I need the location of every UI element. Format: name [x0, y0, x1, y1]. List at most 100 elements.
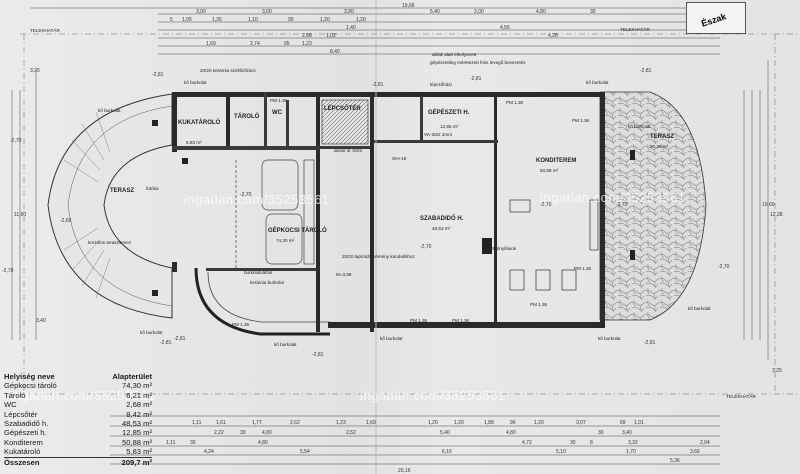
dim-side-v6: 3,40: [36, 318, 46, 324]
room-label-terasz-left: TERASZ: [110, 188, 134, 194]
dim-top-o: 1,69: [206, 41, 216, 47]
dim-side-l5: -2,81: [160, 340, 172, 346]
dim-side-c3: -2,70: [420, 244, 432, 250]
note-stone-5: kő burkolat: [274, 342, 297, 347]
dim-bot-r: 2,52: [346, 430, 356, 436]
dim-bot-s: 5,40: [440, 430, 450, 436]
side-dimension-chains: [11, 60, 769, 360]
legend-row-area: 6,21 m²: [126, 390, 152, 400]
wall-code-4: PM 1.36: [574, 266, 592, 271]
dim-top-s: 4,56: [500, 25, 510, 31]
dim-bot-dd: 2,04: [700, 440, 710, 446]
legend-row: Szabadidő h.48,53 m²: [4, 419, 152, 428]
dim-top-t: 4,28: [548, 33, 558, 39]
note-stone-7: kő burkolat: [380, 336, 403, 341]
dim-side-r4: -2,81: [644, 340, 656, 346]
dim-bot-j: 96: [510, 420, 516, 426]
watermark-2: ingatlan.com/35253561: [540, 190, 686, 205]
note-stone-9: kő burkolat: [688, 306, 711, 311]
wall-code-6: PM 1.36: [410, 318, 428, 323]
legend-header-row: Helyiség neve Alapterület: [4, 372, 152, 381]
dim-side-c2: -2,70: [240, 192, 252, 198]
legend-row-area: 50,88 m²: [122, 437, 152, 447]
note-chimney: 20/20 lap/oszl. kémény kandallóhoz: [342, 254, 415, 259]
gym-equipment-sketches: [509, 199, 599, 291]
dim-bot-i: 1,88: [484, 420, 494, 426]
legend-row-area: 74,30 m²: [122, 381, 152, 391]
dim-bot-ii: 3,66: [690, 449, 700, 455]
legend-row-area: 5,83 m²: [126, 447, 152, 457]
legend-row: Konditerem 50,88 m²: [4, 438, 152, 447]
dim-bot-b: 1,61: [216, 420, 226, 426]
dim-bot-k: 1,20: [534, 420, 544, 426]
bottom-curved-wall-inner: [207, 271, 330, 323]
dim-top-u: 1,02: [326, 33, 336, 39]
dim-top-m: 1,20: [320, 17, 330, 23]
room-area-gepeszeti: 12,85 m²: [440, 124, 459, 129]
dim-side-l1: -2,70: [10, 138, 22, 144]
wall-code-5: PM 1.36: [530, 302, 548, 307]
dim-top-e: 3,00: [474, 9, 484, 15]
note-keramia-burkolat: kerámia burkolat: [250, 280, 285, 285]
legend-total-row: Összesen 209,7 m²: [4, 456, 152, 467]
boundary-label-right: TELEKHATÁR: [620, 26, 650, 32]
note-m-value: M=3,98: [336, 272, 352, 277]
legend-row-name: Lépcsőtér: [4, 409, 38, 419]
room-label-wc: WC: [272, 110, 283, 116]
dim-bot-e: 1,23: [336, 420, 346, 426]
room-area-gepkocsi: 74,30 m²: [276, 238, 295, 243]
dim-top-h: 5: [170, 17, 173, 23]
note-korzolos: korzolos teraszlemez: [88, 240, 132, 245]
dim-bot-kk: 5,36: [670, 458, 680, 464]
note-under-window: ablak alatt elhelyezett: [432, 52, 477, 57]
legend-row-name: Tároló: [4, 390, 26, 400]
wall-code-8: PM 1.36: [452, 318, 470, 323]
dim-top-q: 95: [284, 41, 290, 47]
stair-hatch: [321, 99, 369, 145]
dim-side-l4: -2,81: [152, 72, 164, 78]
legend-row-name: Konditerem: [4, 437, 43, 447]
legend-row: Lépcsőtér 8,42 m²: [4, 410, 152, 419]
note-stone-6: kő burkolat: [598, 336, 621, 341]
dim-side-v5: 11,60: [14, 212, 26, 218]
dim-bot-o: 2,22: [214, 430, 224, 436]
bottom-curved-wall: [194, 267, 330, 336]
legend-row-area: 12,85 m²: [122, 428, 152, 438]
legend-row-name: Gépészeti h.: [4, 428, 47, 438]
dim-bot-aa: 30: [570, 440, 576, 446]
legend-header-area: Alapterület: [112, 372, 152, 381]
room-label-terasz-right: TERASZ: [650, 134, 674, 140]
legend-row-area: 48,53 m²: [122, 419, 152, 429]
left-terrace-steps: [63, 111, 111, 299]
note-stone-4: kő burkolat: [140, 330, 163, 335]
dim-top-l: 90: [288, 17, 294, 23]
dim-side-l2: -2,66: [60, 218, 72, 224]
north-label: Észak: [700, 11, 728, 29]
dim-top-x: 2,68: [302, 33, 312, 39]
dim-bot-c: 1,77: [252, 420, 262, 426]
dim-side-v1: 3,25: [30, 68, 40, 74]
left-terrace-inner-arc: [67, 105, 173, 307]
legend-row: Gépészeti h. 12,85 m²: [4, 428, 152, 437]
note-stone-2: kő burkolat: [586, 80, 609, 85]
dim-bot-z: 4,72: [522, 440, 532, 446]
dim-top-f: 4,80: [536, 9, 546, 15]
dim-bot-t: 4,80: [506, 430, 516, 436]
side-dimension-texts: -2,70 -2,66 -2,70 -2,81 -2,81 -2,81 -2,8…: [2, 68, 783, 374]
dim-top-d: 5,40: [430, 9, 440, 15]
dim-top-c: 3,80: [344, 9, 354, 15]
dim-top-w: 8,40: [330, 49, 340, 55]
fireplace-chimney: [482, 238, 492, 254]
dim-bot-h: 1,20: [454, 420, 464, 426]
room-label-gepeszeti: GÉPÉSZETI H.: [428, 108, 470, 116]
note-stone-1: kő burkolat: [184, 80, 207, 85]
wall-code-7: PM 1.36: [232, 322, 250, 327]
note-vk: VK-36/2 2mm: [424, 132, 452, 137]
dim-top-i: 1,05: [182, 17, 192, 23]
room-area-kukatarolo: 5,83 m²: [186, 140, 202, 145]
legend-row-area: 8,42 m²: [126, 409, 152, 419]
north-arrow-box: Észak: [686, 2, 746, 34]
dim-side-v2: 3,25: [772, 368, 782, 374]
